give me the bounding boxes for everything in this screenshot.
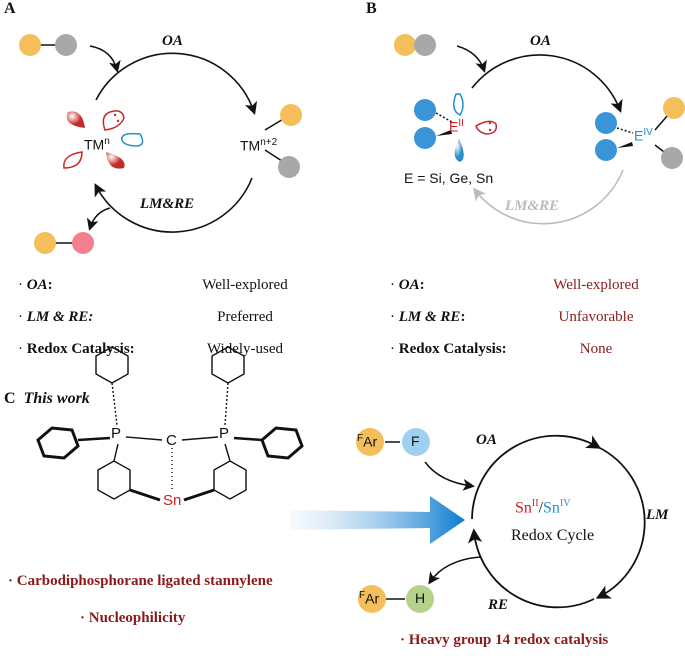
- tm-sup: n: [104, 136, 110, 147]
- row-value: Well-explored: [553, 277, 639, 293]
- row-redox: · Redox Catalysis:: [390, 341, 507, 357]
- row-redox: · Redox Catalysis:: [18, 341, 135, 357]
- panel-a-label: A: [4, 0, 16, 17]
- feature-nucleophilicity: · Nucleophilicity: [80, 610, 186, 626]
- redox-cycle-graphics: [356, 428, 646, 613]
- row-suffix: :: [460, 309, 466, 325]
- oa-label: OA: [162, 33, 183, 49]
- lmre-label: LM&RE: [140, 196, 195, 212]
- feature-ligand: · Carbodiphosphorane ligated stannylene: [8, 573, 273, 589]
- row-lmre: · LM & RE:: [390, 309, 466, 325]
- slash: /: [538, 499, 544, 517]
- tm2-sup: n+2: [260, 137, 278, 148]
- elements-label: E = Si, Ge, Sn: [404, 170, 494, 186]
- row-value: Widely-used: [206, 341, 284, 357]
- oa-arrow: [95, 52, 258, 116]
- substrate-far: FAr: [357, 433, 377, 450]
- e-text: E: [449, 118, 459, 135]
- e4-label: EIV: [634, 127, 653, 144]
- orbital: [66, 111, 85, 128]
- row-value: Preferred: [217, 309, 273, 325]
- panel-a-graphics: [19, 34, 302, 254]
- panel-b-graphics: [394, 34, 685, 225]
- tm-text: TM: [84, 136, 105, 153]
- row-suffix: :: [419, 277, 425, 293]
- oa-label: OA: [476, 432, 497, 448]
- cycle-name: Redox Cycle: [511, 527, 595, 544]
- sn2: Sn: [515, 499, 532, 517]
- oa-label: OA: [530, 33, 551, 49]
- substrate-f: F: [411, 433, 420, 449]
- substrate-atom-orange: [19, 34, 41, 56]
- phosphorus-atom: P: [111, 425, 122, 442]
- e-sup: IV: [643, 127, 653, 138]
- row-oa: · OA:: [390, 277, 425, 293]
- phosphorus-atom: P: [219, 425, 230, 442]
- row-value: Unfavorable: [558, 309, 634, 325]
- row-key: OA: [398, 277, 420, 293]
- tm-label: TMn: [84, 136, 110, 153]
- substrate-atom-gray: [55, 34, 77, 56]
- row-key: LM & RE: [398, 309, 461, 325]
- e-text: E: [634, 127, 644, 144]
- transition-arrow: [290, 496, 465, 544]
- panel-c-subtitle: This work: [23, 390, 90, 407]
- f-sup: F: [357, 433, 364, 444]
- panel-c-letter: C: [4, 390, 16, 407]
- stannylene-structure: [36, 346, 304, 502]
- tm2-label: TMn+2: [240, 137, 277, 154]
- product-far: FAr: [359, 590, 379, 607]
- row-value: None: [579, 341, 613, 357]
- cycle-title: SnII/SnIV: [515, 498, 571, 517]
- lm-label: LM: [646, 507, 669, 523]
- tin-atom: Sn: [163, 492, 182, 509]
- row-lmre: · LM & RE:: [18, 309, 94, 325]
- row-key: Redox Catalysis:: [398, 341, 507, 357]
- panel-c-label: C This work: [4, 390, 90, 408]
- row-oa: · OA:: [18, 277, 53, 293]
- row-key: LM & RE:: [26, 309, 94, 325]
- row-key: Redox Catalysis:: [26, 341, 135, 357]
- product-h: H: [415, 590, 426, 606]
- row-suffix: :: [47, 277, 53, 293]
- sn4: Sn: [543, 499, 560, 517]
- ar-text: Ar: [363, 433, 378, 450]
- carbon-atom: C: [166, 432, 177, 449]
- re-label: RE: [488, 597, 509, 613]
- tm-text: TM: [240, 137, 261, 154]
- row-key: OA: [26, 277, 48, 293]
- row-value: Well-explored: [202, 277, 288, 293]
- f-sup: F: [359, 590, 366, 601]
- conclusion: · Heavy group 14 redox catalysis: [400, 632, 609, 648]
- ar-text: Ar: [365, 590, 380, 607]
- lmre-label: LM&RE: [505, 198, 560, 214]
- lmre-arrow: [94, 177, 253, 233]
- e-sup: II: [458, 118, 464, 129]
- sn4-sup: IV: [559, 498, 571, 509]
- panel-b-label: B: [366, 0, 377, 17]
- e2-label: EII: [449, 118, 464, 135]
- sn2-sup: II: [531, 498, 539, 509]
